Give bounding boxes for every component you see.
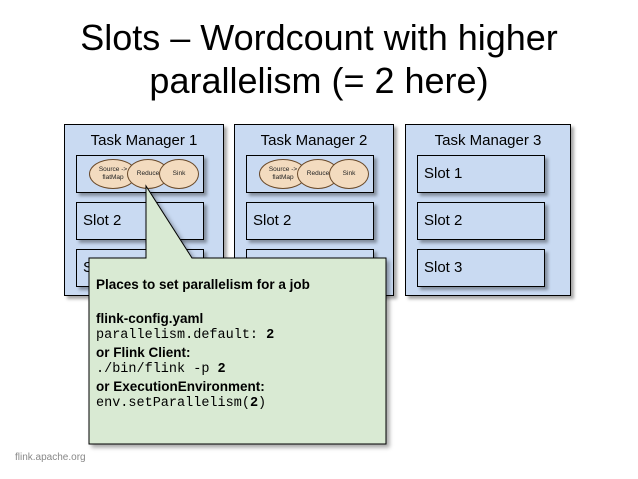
slot-2: Slot 2 [417,202,545,240]
footer-source: flink.apache.org [15,452,86,463]
config-value: 2 [266,328,275,343]
callout-bubble [88,184,387,445]
callout-text: Places to set parallelism for a job flin… [96,276,376,412]
config-file-label: flink-config.yaml [96,311,204,326]
client-cmd: ./bin/flink -p [96,362,218,377]
slot-1: Source -> flatMap Reduce Sink [76,155,204,193]
operator-sink: Sink [159,159,199,189]
slot-3: Slot 3 [417,249,545,287]
task-manager-label: Task Manager 3 [434,132,542,149]
client-command: ./bin/flink -p 2 [96,361,376,378]
task-manager-label: Task Manager 1 [90,132,198,149]
env-value: 2 [249,396,259,411]
operator-sink: Sink [329,159,369,189]
task-manager-label: Task Manager 2 [260,132,368,149]
title-line-1: Slots – Wordcount with higher [80,17,558,58]
config-line: parallelism.default: 2 [96,327,376,344]
env-call: env.setParallelism(2) [96,395,376,412]
slot-1: Slot 1 [417,155,545,193]
operator-source-flatmap: Source -> flatMap [259,159,307,189]
slot-2: Slot 2 [76,202,204,240]
slot-2: Slot 2 [246,202,374,240]
or-client-label: or Flink Client: [96,345,191,360]
title-line-2: parallelism (= 2 here) [149,60,489,101]
slot-1: Source -> flatMap Reduce Sink [246,155,374,193]
client-value: 2 [217,362,226,377]
config-key: parallelism.default: [96,328,267,343]
task-manager-3: Task Manager 3 Slot 1 Slot 2 Slot 3 [405,124,571,296]
env-call-suffix: ) [258,396,267,411]
callout-heading: Places to set parallelism for a job [96,277,310,292]
slide-title: Slots – Wordcount with higher parallelis… [0,16,638,102]
env-call-prefix: env.setParallelism( [96,396,250,411]
or-env-label: or ExecutionEnvironment: [96,379,265,394]
